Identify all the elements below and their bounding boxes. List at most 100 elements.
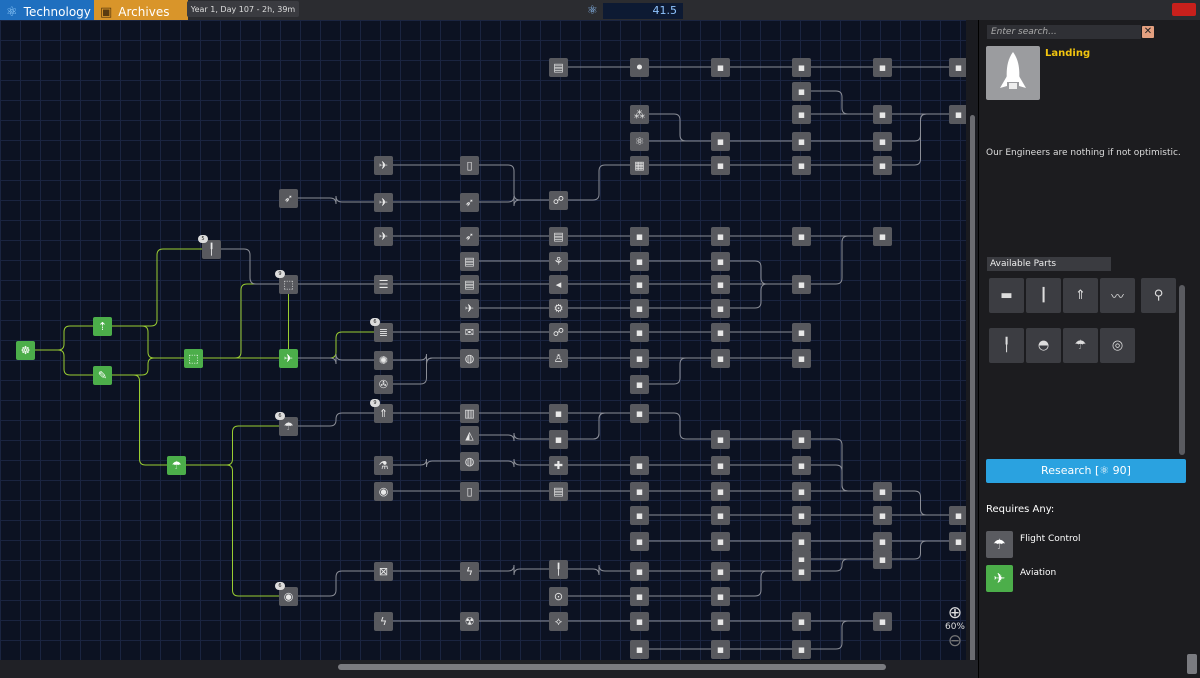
requirement-aviation[interactable]: ✈ Aviation [986,565,1196,593]
node-start[interactable]: ☸ [16,341,35,360]
tech-node-locked[interactable]: ▪ [949,105,968,124]
node-sci-1[interactable]: ⚙ [549,299,568,318]
node-sci-12[interactable]: ⁂ [630,105,649,124]
tech-node-locked[interactable]: ▪ [711,227,730,246]
tech-node-locked[interactable]: ▪ [711,456,730,475]
tab-technology[interactable]: ⚛ Technology [0,0,96,24]
tech-node-locked[interactable]: ▪ [630,612,649,631]
node-fuel-systems[interactable]: ⬚9 [275,270,298,294]
node-adv-landing[interactable]: ▥ [460,404,479,423]
tech-node-locked[interactable]: ▪ [792,562,811,581]
tech-node-locked[interactable]: ▪ [630,375,649,394]
node-electrics[interactable]: ◉6 [275,582,298,606]
requirement-flight-control[interactable]: ☂ Flight Control [986,531,1196,559]
tech-tree-canvas[interactable]: ☸⇡✎⬚✈☂╿5⬚9☂6➶◉6✈✈✈☰≣6⇑9✇✺⚗◉⊠ϟ▯➶➶▤▤✈✉◍▥◭◍… [0,20,978,660]
tech-node-locked[interactable]: ▪ [630,587,649,606]
node-advanced-flight[interactable]: ✇ [374,375,393,394]
tech-node-locked[interactable]: ▪ [630,506,649,525]
tech-node-locked[interactable]: ▪ [873,58,892,77]
tech-node-locked[interactable]: ▪ [630,532,649,551]
node-stability[interactable]: ☰ [374,275,393,294]
cockpit-part-icon[interactable]: ⚲ [1141,278,1176,313]
node-nose[interactable]: ◂ [549,275,568,294]
tech-node-locked[interactable]: ▪ [873,532,892,551]
tech-node-locked[interactable]: ▪ [949,532,968,551]
research-button[interactable]: Research [⚛ 90] [986,459,1186,483]
tech-node-locked[interactable]: ▪ [630,227,649,246]
tech-node-locked[interactable]: ▪ [873,105,892,124]
node-adv-fuel[interactable]: ➶ [460,227,479,246]
node-heavy-rocketry[interactable]: ✈ [374,193,393,212]
node-sci-14[interactable]: ▦ [630,156,649,175]
node-structural[interactable]: ◍ [460,349,479,368]
tech-node-locked[interactable]: ▪ [873,506,892,525]
tech-node-locked[interactable]: ▪ [711,132,730,151]
tech-node-locked[interactable]: ▪ [711,430,730,449]
antenna-part-icon[interactable]: ╿ [989,328,1024,363]
node-landing[interactable]: ⇑9 [370,399,393,423]
tech-node-locked[interactable]: ▪ [630,252,649,271]
zoom-in-icon[interactable]: ⊕ [947,603,963,623]
node-large-control[interactable]: ⊠ [374,562,393,581]
zoom-out-icon[interactable]: ⊖ [947,631,963,651]
tech-node-locked[interactable]: ▪ [711,587,730,606]
node-specialized-control[interactable]: ▤ [460,275,479,294]
tree-vertical-scrollbar[interactable] [966,20,978,675]
window-toggle-button[interactable] [1172,3,1196,16]
tech-node-locked[interactable]: ▪ [873,227,892,246]
tech-node-locked[interactable]: ▪ [711,252,730,271]
tech-node-locked[interactable]: ▪ [711,640,730,659]
tech-node-locked[interactable]: ▪ [792,323,811,342]
node-rocket-fuel[interactable]: ╿5 [198,235,221,259]
tech-node-locked[interactable]: ▪ [792,156,811,175]
node-sci-11[interactable]: ⚫ [630,58,649,77]
wing-part-icon[interactable]: 〰 [1100,278,1135,313]
tech-node-locked[interactable]: ▪ [792,482,811,501]
node-science-tech[interactable]: ➶ [279,189,298,208]
tech-node-locked[interactable]: ▪ [873,156,892,175]
tech-node-locked[interactable]: ▪ [792,532,811,551]
node-advanced-rocketry[interactable]: ✈ [374,156,393,175]
tech-node-locked[interactable]: ▪ [630,482,649,501]
flat-engine-part-icon[interactable]: ▬ [989,278,1024,313]
tech-node-locked[interactable]: ▪ [792,105,811,124]
tech-node-locked[interactable]: ▪ [873,482,892,501]
tree-horizontal-scrollbar[interactable] [0,660,978,678]
node-sci-6[interactable]: ✚ [549,456,568,475]
node-fuel-lines[interactable]: ✈ [374,227,393,246]
tech-node-locked[interactable]: ▪ [792,58,811,77]
tech-node-locked[interactable]: ▪ [711,506,730,525]
tech-node-locked[interactable]: ▪ [711,532,730,551]
search-input[interactable] [987,25,1141,39]
node-nuclear[interactable]: ☢ [460,612,479,631]
node-sci-2[interactable]: ☍ [549,323,568,342]
node-sci-8[interactable]: ╿ [549,560,568,579]
node-basic-science[interactable]: ⚗ [374,456,393,475]
node-general-rocketry[interactable]: ⬚ [184,349,203,368]
tech-node-locked[interactable]: ▪ [711,349,730,368]
node-sci-13[interactable]: ⚛ [630,132,649,151]
tech-node-locked[interactable]: ▪ [711,275,730,294]
node-field-science[interactable]: ◭ [460,426,479,445]
tree-vscroll-thumb[interactable] [970,115,975,675]
node-adv-construction[interactable]: ☍ [549,191,568,210]
tech-node-locked[interactable]: ▪ [630,640,649,659]
tech-node-locked[interactable]: ▪ [873,612,892,631]
tech-node-locked[interactable]: ▪ [792,640,811,659]
tall-tank-part-icon[interactable]: ┃ [1026,278,1061,313]
tech-node-locked[interactable]: ▪ [630,562,649,581]
tech-node-locked[interactable]: ▪ [949,58,968,77]
node-adv-electrics[interactable]: ϟ [374,612,393,631]
tech-node-locked[interactable]: ▪ [792,349,811,368]
node-flight-control[interactable]: ☂6 [275,412,298,436]
node-unmanned[interactable]: ▯ [460,482,479,501]
node-sci-9[interactable]: ⊙ [549,587,568,606]
tech-node-locked[interactable]: ▪ [711,482,730,501]
node-engineering[interactable]: ✎ [93,366,112,385]
tech-node-locked[interactable]: ▪ [949,506,968,525]
tech-node-locked[interactable]: ▪ [630,323,649,342]
node-lv500[interactable]: ◍ [460,452,479,471]
tree-hscroll-thumb[interactable] [338,664,886,670]
tech-node-locked[interactable]: ▪ [792,430,811,449]
dome-part-icon[interactable]: ◓ [1026,328,1061,363]
